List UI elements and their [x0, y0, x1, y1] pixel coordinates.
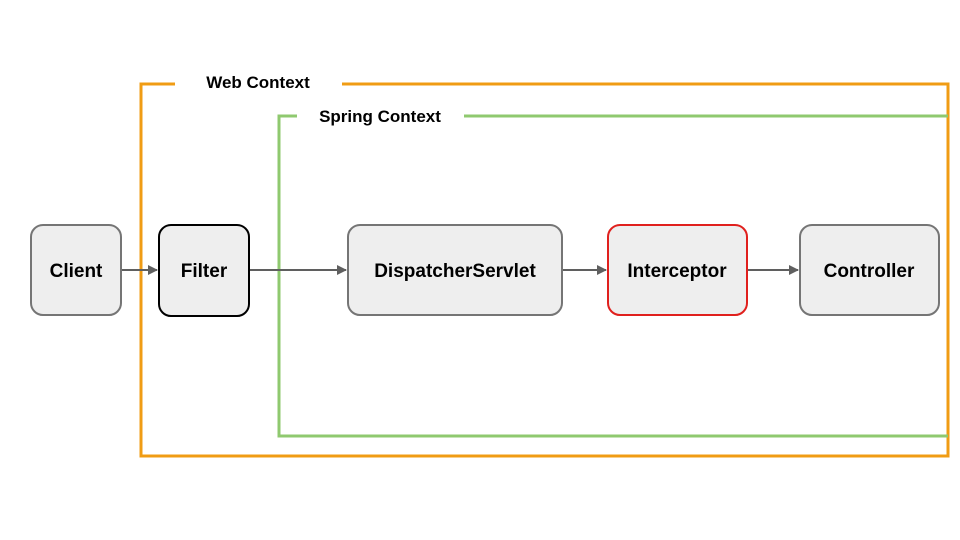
spring-context-label: Spring Context: [319, 107, 441, 126]
node-interceptor: Interceptor: [607, 224, 748, 316]
node-controller-label: Controller: [824, 261, 915, 282]
node-client-label: Client: [50, 261, 103, 282]
node-dispatcher-servlet-label: DispatcherServlet: [374, 261, 536, 282]
node-controller: Controller: [799, 224, 940, 316]
node-filter-label: Filter: [181, 261, 228, 282]
node-filter: Filter: [158, 224, 250, 317]
node-interceptor-label: Interceptor: [627, 261, 727, 282]
node-client: Client: [30, 224, 122, 316]
node-dispatcher-servlet: DispatcherServlet: [347, 224, 563, 316]
web-context-frame: [139, 82, 950, 458]
web-context-label: Web Context: [206, 73, 310, 92]
spring-context-frame: [277, 114, 948, 438]
